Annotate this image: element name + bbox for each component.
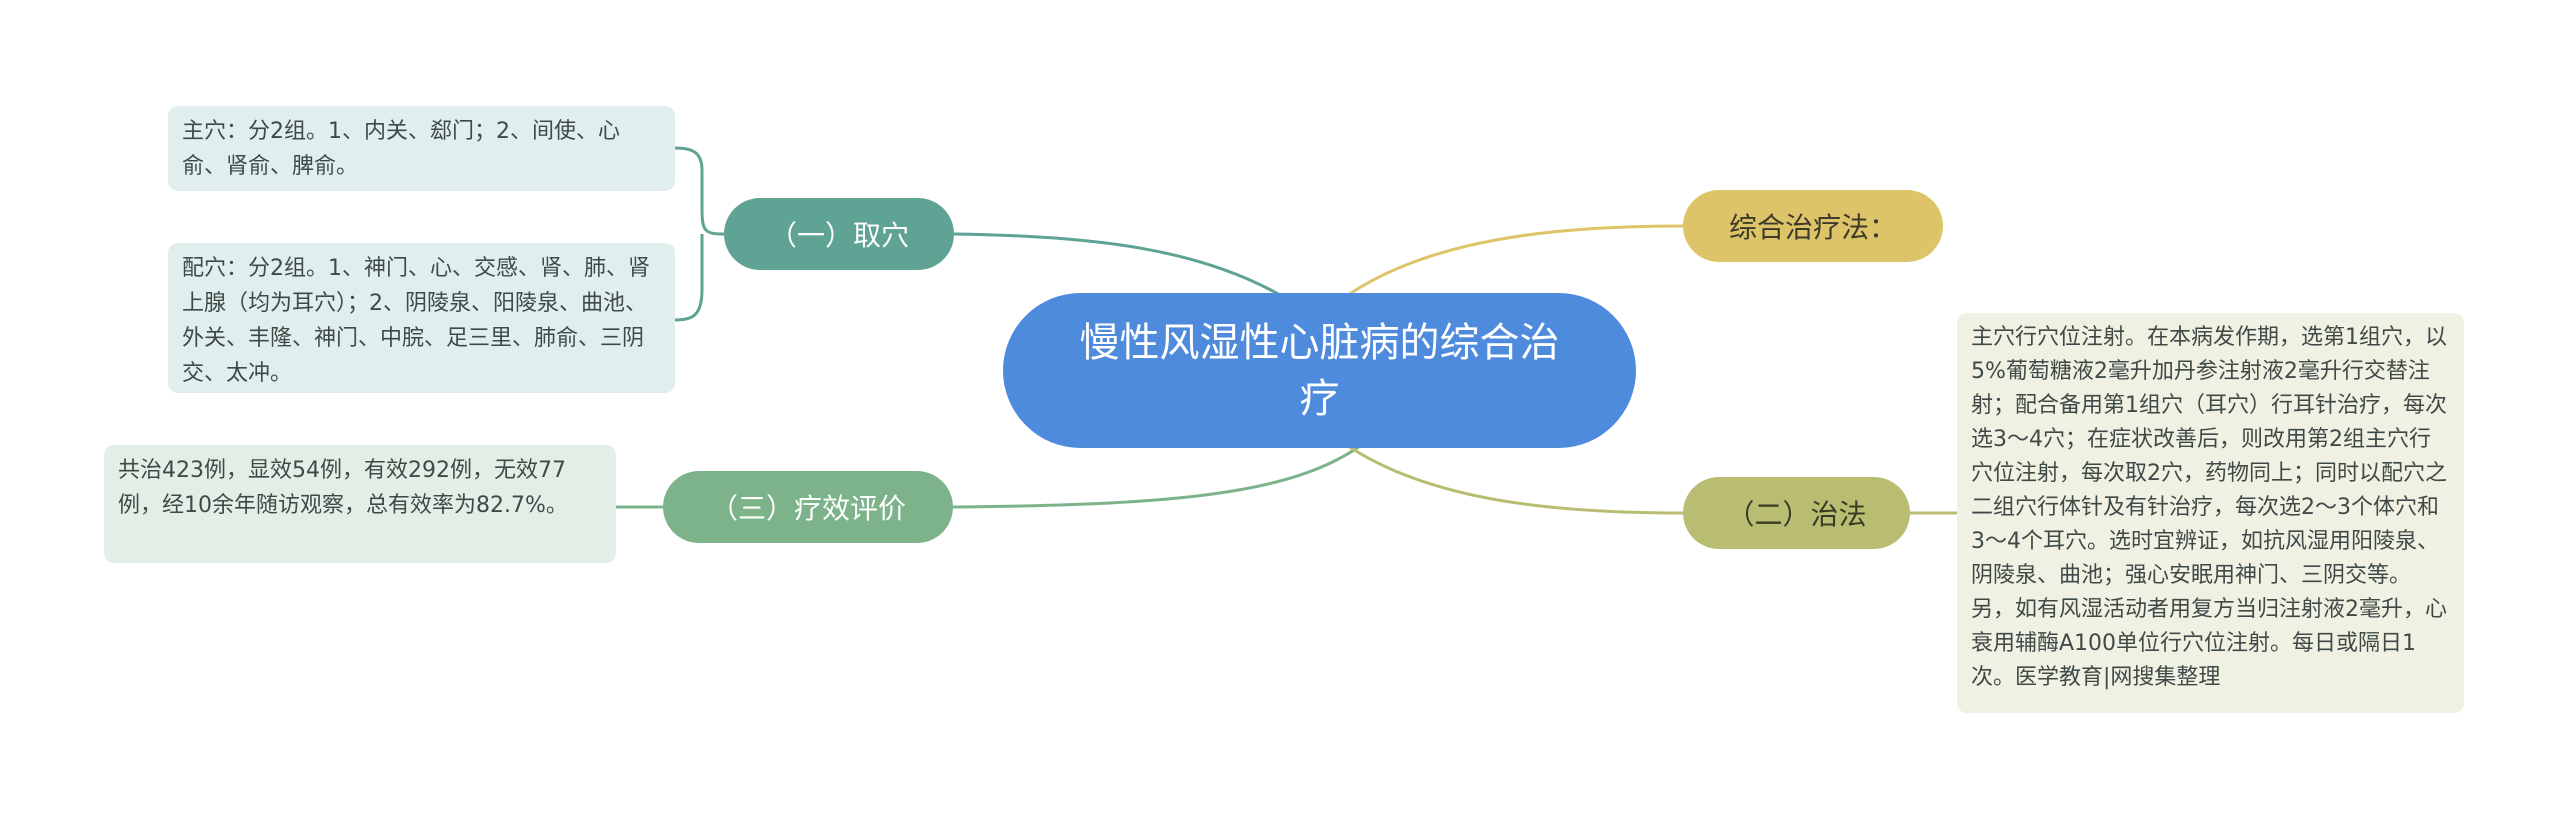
leaf-zhu-xue[interactable]: 主穴：分2组。1、内关、郄门；2、间使、心俞、肾俞、脾俞。: [168, 106, 675, 191]
leaf-zhi-fa-text: 主穴行穴位注射。在本病发作期，选第1组穴，以5%葡萄糖液2毫升加丹参注射液2毫升…: [1971, 325, 2447, 690]
branch-qu-xue[interactable]: （一）取穴: [724, 198, 954, 270]
leaf-pei-xue-text: 配穴：分2组。1、神门、心、交感、肾、肺、肾上腺（均为耳穴）；2、阴陵泉、阳陵泉…: [182, 256, 650, 386]
branch-zong-he-label: 综合治疗法：: [1728, 211, 1897, 244]
leaf-liao-xiao[interactable]: 共治423例，显效54例，有效292例，无效77例，经10余年随访观察，总有效率…: [104, 445, 616, 563]
link-root-zhifa: [1347, 444, 1684, 515]
branch-qu-xue-label: （一）取穴: [768, 219, 909, 252]
leaf-zhu-xue-text: 主穴：分2组。1、内关、郄门；2、间使、心俞、肾俞、脾俞。: [182, 119, 620, 179]
root-node[interactable]: 慢性风湿性心脏病的综合治疗: [1003, 293, 1636, 448]
leaf-zhi-fa[interactable]: 主穴行穴位注射。在本病发作期，选第1组穴，以5%葡萄糖液2毫升加丹参注射液2毫升…: [1957, 313, 2464, 713]
branch-zong-he[interactable]: 综合治疗法：: [1683, 190, 1943, 262]
link-root-zonghe: [1347, 224, 1684, 297]
root-title: 慢性风湿性心脏病的综合治疗: [1079, 319, 1560, 422]
branch-zhi-fa[interactable]: （二）治法: [1683, 477, 1910, 549]
link-root-quxue: [953, 232, 1281, 297]
branch-liao-xiao[interactable]: （三）疗效评价: [663, 471, 953, 543]
branch-zhi-fa-label: （二）治法: [1726, 498, 1867, 531]
branch-liao-xiao-label: （三）疗效评价: [709, 492, 906, 525]
link-root-liaoxiao: [952, 444, 1361, 509]
leaf-liao-xiao-text: 共治423例，显效54例，有效292例，无效77例，经10余年随访观察，总有效率…: [118, 458, 568, 518]
link-quxue-leaves: [674, 146, 725, 322]
leaf-pei-xue[interactable]: 配穴：分2组。1、神门、心、交感、肾、肺、肾上腺（均为耳穴）；2、阴陵泉、阳陵泉…: [168, 243, 675, 393]
